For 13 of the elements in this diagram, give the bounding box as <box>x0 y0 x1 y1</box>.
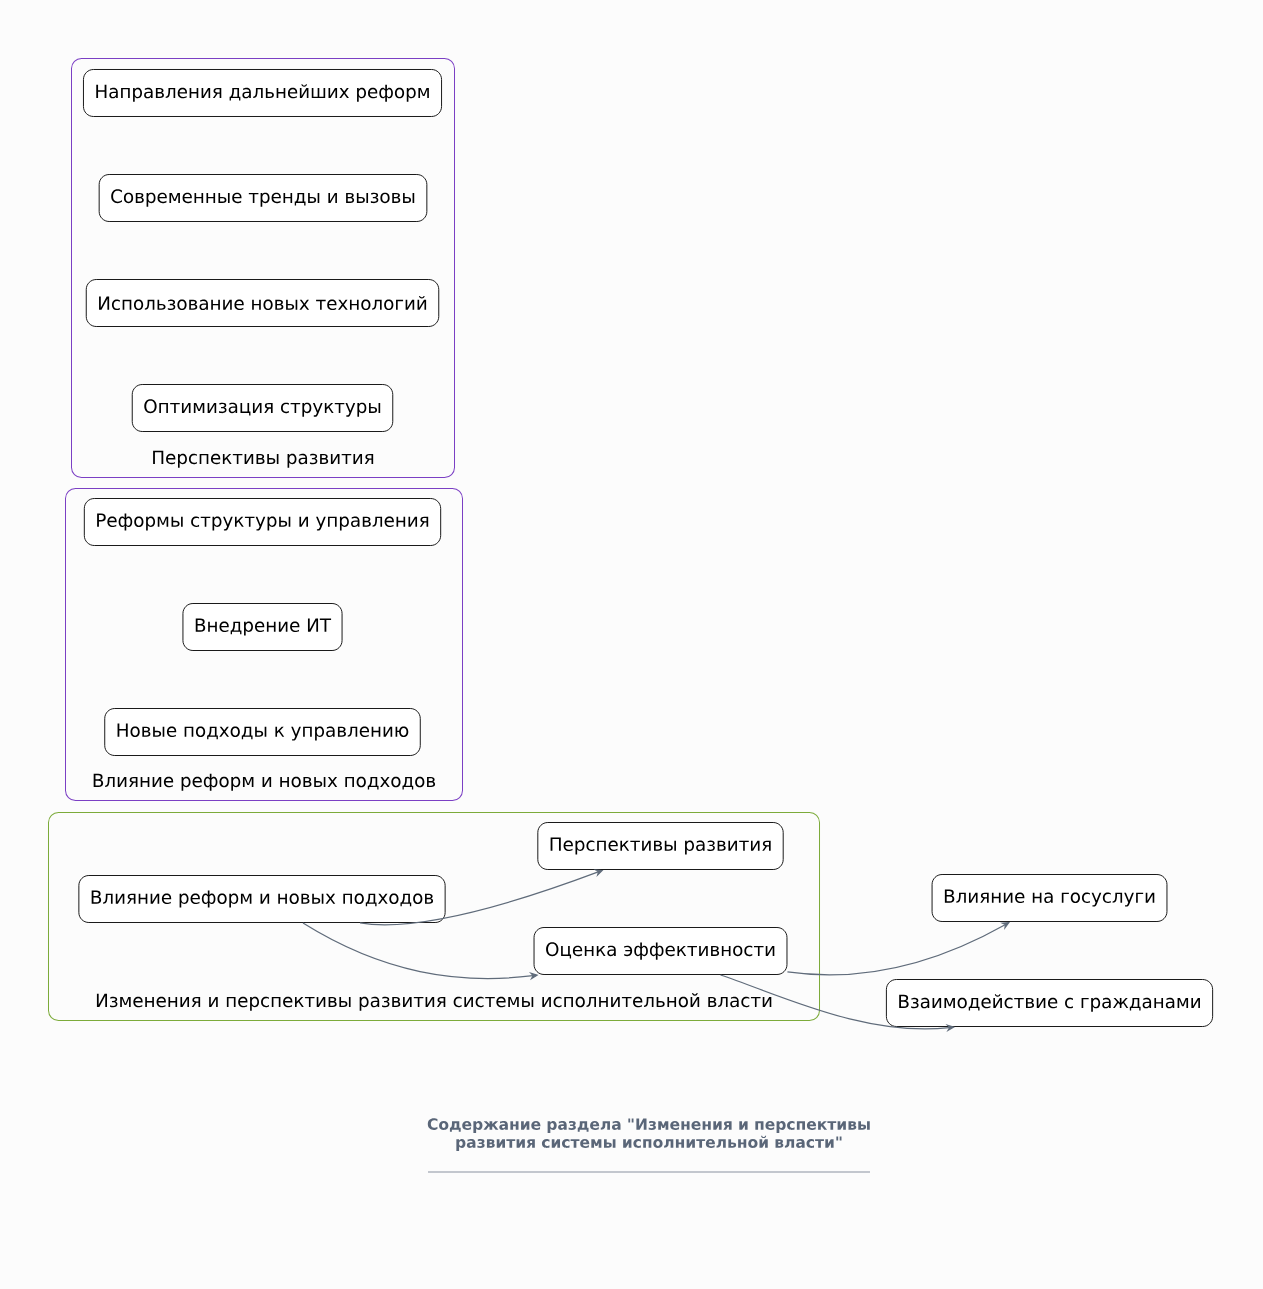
caption: Содержание раздела "Изменения и перспективы развития системы исполнительной власти" <box>427 1118 870 1151</box>
process-box: Современные тренды и вызовы <box>98 174 428 222</box>
process-box: Перспективы развития <box>537 822 784 870</box>
process-box: Влияние реформ и новых подходов <box>78 875 446 923</box>
process-box: Направления дальнейших реформ <box>83 69 442 117</box>
process-box: Новые подходы к управлению <box>104 708 421 756</box>
process-box: Внедрение ИТ <box>182 603 343 651</box>
process-box: Использование новых технологий <box>85 279 440 327</box>
process-box: Оптимизация структуры <box>131 384 394 432</box>
process-box: Влияние на госуслуги <box>931 874 1168 922</box>
process-box: Реформы структуры и управления <box>83 498 442 546</box>
process-box: Оценка эффективности <box>533 927 788 975</box>
process-box: Взаимодействие с гражданами <box>885 979 1214 1027</box>
